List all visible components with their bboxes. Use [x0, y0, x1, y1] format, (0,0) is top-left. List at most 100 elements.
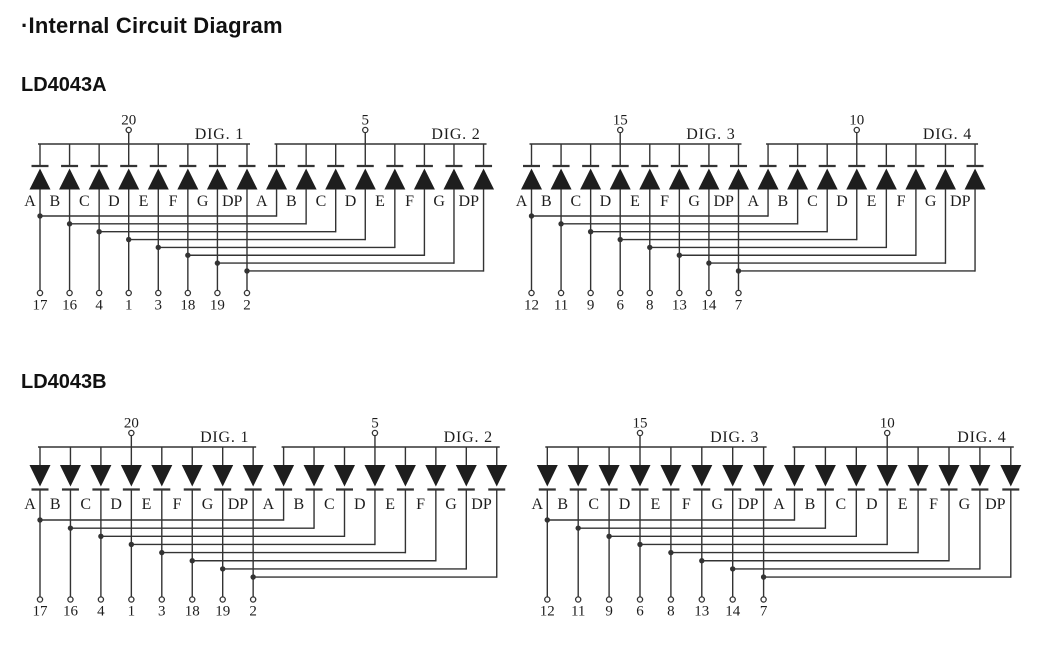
diode-icon: [639, 168, 661, 190]
segment-label: A: [263, 496, 275, 513]
diode-icon: [816, 168, 838, 190]
junction-dot: [558, 221, 564, 227]
segment-label: E: [375, 193, 385, 210]
common-pin-terminal: [616, 126, 624, 134]
segment-label: D: [354, 496, 366, 513]
pin-number: 18: [185, 604, 200, 620]
segment-label: B: [541, 193, 552, 210]
diode-icon: [609, 168, 631, 190]
diode-icon: [753, 465, 775, 487]
segment-label: A: [747, 193, 759, 210]
pin-number: 6: [636, 604, 644, 620]
segment-label: C: [836, 496, 847, 513]
pin-number: 13: [672, 298, 687, 314]
segment-label: D: [600, 193, 612, 210]
segment-label: G: [688, 193, 700, 210]
segment-label: D: [866, 496, 878, 513]
pin-terminal: [36, 289, 44, 297]
pin-terminal: [528, 289, 535, 297]
pin-terminal: [705, 289, 713, 297]
diode-icon: [413, 168, 435, 190]
junction-dot: [668, 549, 674, 556]
pin-number: 3: [155, 298, 163, 314]
diode-icon: [727, 168, 749, 190]
junction-dot: [544, 517, 550, 523]
diode-icon: [598, 465, 620, 487]
diode-icon: [394, 465, 416, 487]
heading-ld4043a: LD4043A: [21, 74, 107, 96]
segment-label: A: [256, 193, 268, 210]
segment-label: A: [24, 193, 36, 210]
junction-dot: [126, 236, 132, 243]
junction-dot: [575, 525, 581, 531]
pin-terminal: [184, 289, 192, 297]
pin-terminal: [214, 289, 221, 297]
pin-terminal: [646, 289, 654, 297]
pin-terminal: [574, 596, 582, 603]
junction-dot: [735, 268, 742, 274]
digit-label: DIG. 4: [957, 429, 1006, 446]
diode-icon: [784, 465, 805, 487]
pin-number: 19: [215, 604, 230, 620]
pin-number: 19: [210, 298, 225, 314]
diode-icon: [934, 168, 956, 190]
segment-label: C: [316, 193, 327, 210]
segment-label: G: [445, 496, 457, 513]
common-pin-number: 15: [633, 416, 648, 432]
diode-icon: [845, 465, 867, 487]
diode-icon: [151, 465, 173, 487]
segment-label: C: [80, 496, 91, 513]
segment-label: F: [897, 193, 906, 210]
common-pin-number: 5: [371, 416, 379, 432]
common-pin-number: 20: [121, 113, 136, 129]
segment-label: C: [588, 496, 599, 513]
pin-terminal: [158, 596, 166, 603]
pin-terminal: [67, 596, 74, 603]
pin-terminal: [36, 596, 44, 603]
diode-icon: [969, 465, 991, 487]
segment-label: F: [929, 496, 938, 513]
segment-label: B: [286, 193, 297, 210]
segment-label: A: [516, 193, 528, 210]
segment-label: C: [807, 193, 818, 210]
junction-dot: [67, 525, 74, 531]
pin-terminal: [557, 289, 565, 297]
diode-icon: [325, 168, 347, 190]
digit-label: DIG. 1: [200, 429, 249, 446]
segment-label: F: [173, 496, 182, 513]
diode-icon: [668, 168, 690, 190]
junction-dot: [214, 260, 221, 266]
segment-label: B: [557, 496, 568, 513]
segment-label: A: [24, 496, 36, 513]
pin-terminal: [95, 289, 103, 297]
junction-dot: [189, 558, 195, 564]
pin-number: 1: [125, 298, 133, 314]
pin-terminal: [616, 289, 624, 297]
segment-label: D: [108, 193, 120, 210]
diode-icon: [905, 168, 927, 190]
diode-icon: [147, 168, 169, 190]
junction-dot: [128, 541, 135, 548]
segment-label: F: [416, 496, 425, 513]
pin-terminal: [735, 289, 742, 297]
segment-label: DP: [222, 193, 243, 210]
junction-dot: [587, 229, 594, 235]
pin-number: 9: [605, 604, 613, 620]
pin-terminal: [128, 596, 135, 603]
diode-icon: [59, 465, 81, 487]
segment-label: F: [660, 193, 669, 210]
diode-icon: [722, 465, 744, 487]
digit-label: DIG. 4: [923, 126, 972, 143]
segment-label: B: [805, 496, 816, 513]
common-pin-terminal: [371, 429, 379, 437]
pin-number: 17: [33, 298, 49, 314]
pin-number: 9: [587, 298, 595, 314]
segment-label: DP: [950, 193, 971, 210]
diode-icon: [29, 465, 51, 487]
diode-icon: [29, 168, 51, 190]
segment-label: C: [79, 193, 90, 210]
junction-dot: [730, 566, 736, 572]
diode-icon: [846, 168, 868, 190]
